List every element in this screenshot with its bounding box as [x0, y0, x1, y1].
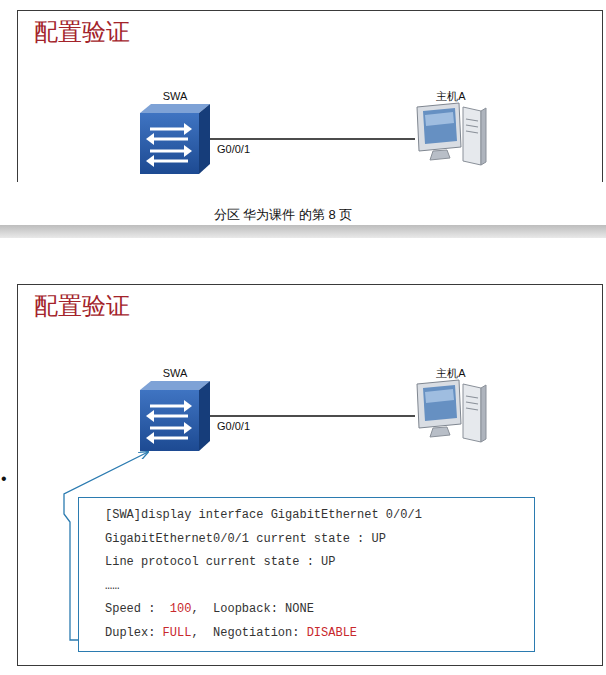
device-label: 主机A: [415, 89, 487, 103]
switch-node: SWA: [140, 89, 210, 174]
switch-icon: [140, 381, 210, 451]
cli-output-box: [SWA]display interface GigabitEthernet 0…: [78, 497, 535, 652]
host-icon: [417, 103, 486, 165]
cli-text: , Negotiation:: [191, 626, 306, 640]
switch-node: SWA: [140, 366, 210, 451]
slide-frame: 配置验证 SWA 主机A [SWA]display interface Gigabit…: [17, 284, 603, 666]
host-icon: [417, 380, 486, 442]
slide-title: 配置验证: [34, 16, 130, 48]
cli-text: [SWA]display interface GigabitEthernet 0…: [105, 508, 422, 522]
cli-line: [SWA]display interface GigabitEthernet 0…: [105, 504, 526, 528]
port-label: G0/0/1: [217, 143, 250, 156]
host-node: 主机A: [415, 366, 487, 443]
cli-line: Speed : 100, Loopback: NONE: [105, 598, 526, 622]
link-line: [210, 415, 415, 416]
page-caption: 分区 华为课件 的第 8 页: [0, 206, 566, 224]
switch-icon: [140, 104, 210, 174]
device-label: SWA: [140, 366, 210, 380]
host-node: 主机A: [415, 89, 487, 166]
cli-text: ……: [105, 579, 119, 593]
cli-text: Duplex:: [105, 626, 163, 640]
port-label: G0/0/1: [217, 420, 250, 433]
device-label: 主机A: [415, 366, 487, 380]
page-separator: [0, 225, 606, 238]
cli-line: GigabitEthernet0/0/1 current state : UP: [105, 528, 526, 552]
cli-text: GigabitEthernet0/0/1 current state : UP: [105, 532, 386, 546]
cli-text: Line protocol current state : UP: [105, 555, 335, 569]
cli-highlight: DISABLE: [307, 626, 357, 640]
cli-highlight: FULL: [163, 626, 192, 640]
device-label: SWA: [140, 89, 210, 103]
slide-title: 配置验证: [34, 290, 130, 322]
cli-text: , Loopback: NONE: [191, 602, 313, 616]
bullet: •: [1, 470, 13, 488]
cli-line: Duplex: FULL, Negotiation: DISABLE: [105, 622, 526, 646]
cli-highlight: 100: [170, 602, 192, 616]
link-line: [210, 138, 415, 139]
cli-line: ……: [105, 575, 526, 599]
cli-line: Line protocol current state : UP: [105, 551, 526, 575]
slide-frame: 配置验证 SWA 主机A: [17, 10, 603, 182]
cli-text: Speed :: [105, 602, 170, 616]
